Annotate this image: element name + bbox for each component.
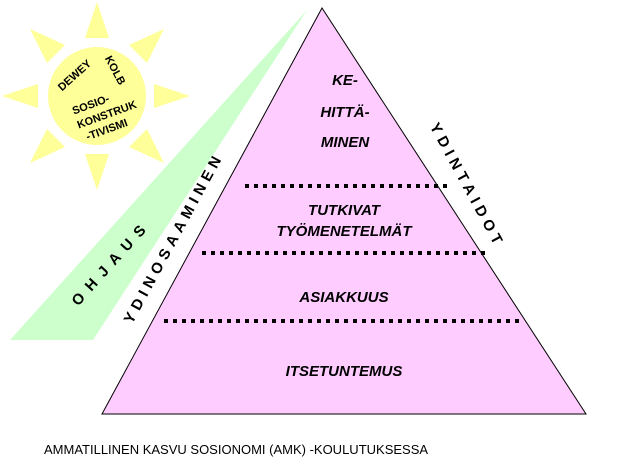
level-dividers	[164, 184, 520, 323]
level-third: ASIAKKUUS	[298, 289, 388, 306]
level-second-1: TUTKIVAT	[308, 202, 382, 219]
guidance-band	[10, 10, 307, 340]
sun-icon	[2, 2, 190, 190]
level-base: ITSETUNTEMUS	[286, 363, 403, 380]
level-second-2: TYÖMENETELMÄT	[277, 223, 414, 240]
level-top-1: KE-	[332, 72, 358, 89]
caption: AMMATILLINEN KASVU SOSIONOMI (AMK) -KOUL…	[44, 442, 428, 457]
pyramid	[101, 7, 587, 415]
level-top-3: MINEN	[321, 134, 371, 151]
level-top-2: HITTÄ-	[320, 104, 369, 121]
